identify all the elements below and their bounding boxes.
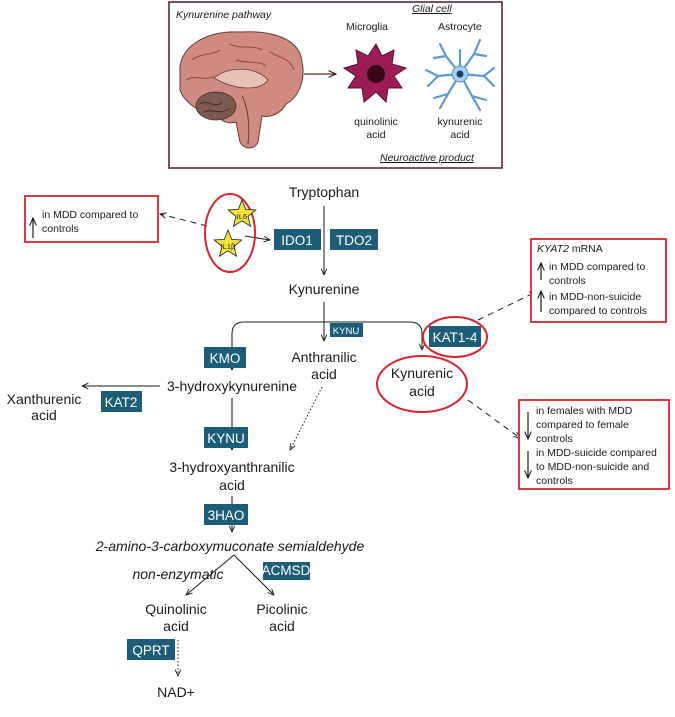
picolinic-label-line2: acid (269, 618, 295, 634)
microglia-label: Microglia (346, 21, 388, 33)
kyat2-item2-line2: compared to controls (549, 305, 647, 317)
3hao-enzyme (204, 504, 248, 525)
glial-cell-label: Glial cell (412, 3, 452, 15)
kynu-small-label: KYNU (333, 326, 360, 337)
tryptophan-label: Tryptophan (289, 184, 359, 200)
kat14-label: KAT1-4 (433, 330, 478, 345)
astrocyte-product-line2: acid (450, 129, 469, 141)
3hao-label: 3HAO (208, 508, 245, 523)
hydroxykynurenine-label: 3-hydroxykynurenine (167, 378, 297, 394)
panel-title: Kynurenine pathway (176, 9, 272, 21)
il1b-label: IL1β (221, 242, 236, 251)
arrow-acms-to-picolinic (233, 554, 274, 595)
kyat2-item1-line1: in MDD compared to (549, 261, 645, 273)
microglia-icon (342, 43, 408, 104)
dashed-arrow-ido-box (160, 214, 208, 227)
dashed-arrow-kyna-box (467, 399, 520, 438)
cytokines: IL6 IL1β (204, 193, 257, 273)
kynu-small-enzyme (330, 323, 363, 337)
astrocyte-label: Astrocyte (438, 21, 482, 33)
kyna-item1-line3: controls (536, 433, 573, 445)
xanthurenic-label-line1: Xanthurenic (7, 391, 82, 407)
kat14-enzyme (429, 326, 481, 347)
ido1-label: IDO1 (281, 233, 313, 248)
kynurenic-label-line2: acid (409, 383, 435, 399)
branch-kyn-bracket (231, 321, 422, 362)
anthranilic-label-line2: acid (311, 366, 337, 382)
kynurenic-highlight-ellipse (376, 355, 468, 413)
kmo-label: KMO (210, 351, 241, 366)
hydroxyanthranilic-label-line2: acid (219, 477, 245, 493)
cytokine-highlight-ellipse (204, 193, 256, 273)
kat2-label: KAT2 (105, 395, 138, 410)
hydroxyanthranilic-label-line1: 3-hydroxyanthranilic (169, 459, 294, 475)
non-enzymatic-label: non-enzymatic (132, 566, 223, 582)
ido1-enzyme (274, 229, 321, 250)
qprt-enzyme (127, 639, 175, 660)
kat14-highlight-ellipse (422, 316, 488, 358)
arrow-cytokines-to-ido1 (244, 235, 270, 240)
neuroactive-product-label: Neuroactive product (380, 152, 475, 164)
anthranilic-label-line1: Anthranilic (291, 349, 356, 365)
ido-box-line2: controls (42, 223, 79, 235)
kyat2-title: KYAT2 mRNA (537, 243, 603, 255)
tdo2-enzyme (330, 229, 378, 250)
kynurenine-label: Kynurenine (289, 281, 360, 297)
tdo2-label: TDO2 (336, 233, 372, 248)
kynu-enzyme (204, 427, 248, 448)
kyna-item2-line1: in MDD-suicide compared (536, 447, 657, 459)
kyna-item2-line3: controls (536, 475, 573, 487)
astrocyte-icon (424, 38, 496, 112)
semialdehyde-label: 2-amino-3-carboxymuconate semialdehyde (95, 538, 365, 554)
kyna-item1-line2: compared to female (536, 419, 629, 431)
quinolinic-label-line2: acid (163, 618, 189, 634)
metabolites: Tryptophan Kynurenine Anthranilic acid K… (7, 184, 453, 700)
qprt-label: QPRT (132, 643, 169, 658)
acmsd-enzyme (263, 562, 310, 580)
kat2-enzyme (101, 391, 142, 412)
kyna-item1-line1: in females with MDD (536, 405, 633, 417)
astrocyte-product-line1: kynurenic (438, 116, 483, 128)
kynurenic-label-line1: Kynurenic (391, 365, 453, 381)
il6-label: IL6 (237, 212, 247, 221)
top-panel: Kynurenine pathway Glial cell Microglia … (168, 1, 503, 169)
kyna-item2-line2: to MDD-non-suicide and (536, 461, 649, 473)
kyat2-item1-line2: controls (549, 275, 586, 287)
quinolinic-label-line1: Quinolinic (145, 601, 206, 617)
nad-label: NAD+ (157, 684, 195, 700)
ido-finding-box: in MDD compared to controls (24, 195, 159, 243)
kynu-label: KYNU (207, 431, 245, 446)
kyat2-finding-box: KYAT2 mRNA in MDD compared to controls i… (530, 238, 667, 323)
kmo-enzyme (204, 347, 246, 368)
ido-box-line1: in MDD compared to (42, 209, 138, 221)
enzymes: IDO1 TDO2 KYNU KMO KAT1-4 KAT2 KYNU 3HAO… (101, 229, 481, 660)
brain-icon (179, 31, 304, 149)
microglia-product-line2: acid (366, 129, 385, 141)
acmsd-label: ACMSD (262, 563, 311, 578)
arrow-anthranilic-to-3haa (290, 386, 323, 450)
il6-star-icon (227, 198, 257, 228)
kyna-finding-box: in females with MDD compared to female c… (518, 399, 670, 490)
dashed-arrow-kyat2-box (477, 292, 536, 321)
il1b-star-icon (213, 228, 243, 258)
xanthurenic-label-line2: acid (31, 407, 57, 423)
microglia-product-line1: quinolinic (354, 116, 398, 128)
kyat2-item2-line1: in MDD-non-suicide (549, 291, 641, 303)
kyat2-title-italic: KYAT2 (537, 243, 569, 255)
picolinic-label-line1: Picolinic (256, 601, 307, 617)
kyat2-title-rest: mRNA (569, 243, 603, 255)
arrow-acms-to-quinolinic (186, 554, 235, 595)
